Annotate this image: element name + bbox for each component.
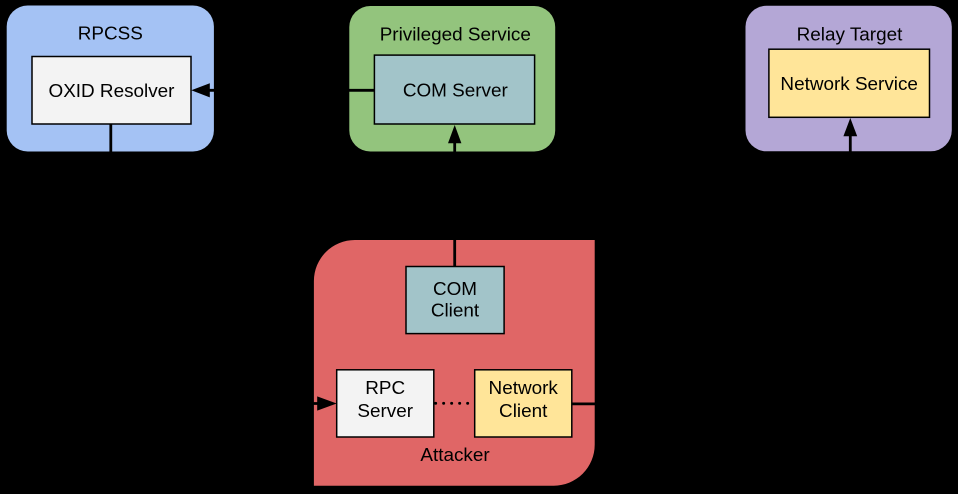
svg-text:Privileged Service: Privileged Service	[380, 24, 531, 45]
svg-text:Network: Network	[489, 378, 559, 399]
svg-text:RPC: RPC	[365, 378, 405, 399]
svg-text:Client: Client	[431, 300, 480, 321]
svg-text:COM Server: COM Server	[403, 81, 508, 102]
svg-text:OXID Resolver: OXID Resolver	[49, 81, 175, 102]
svg-text:Server: Server	[357, 401, 413, 422]
svg-text:Relay Target: Relay Target	[797, 24, 903, 45]
svg-text:Attacker: Attacker	[420, 445, 489, 466]
svg-text:Network Service: Network Service	[780, 74, 918, 95]
svg-text:COM: COM	[433, 279, 477, 300]
svg-text:Client: Client	[499, 401, 548, 422]
svg-text:RPCSS: RPCSS	[78, 23, 143, 44]
